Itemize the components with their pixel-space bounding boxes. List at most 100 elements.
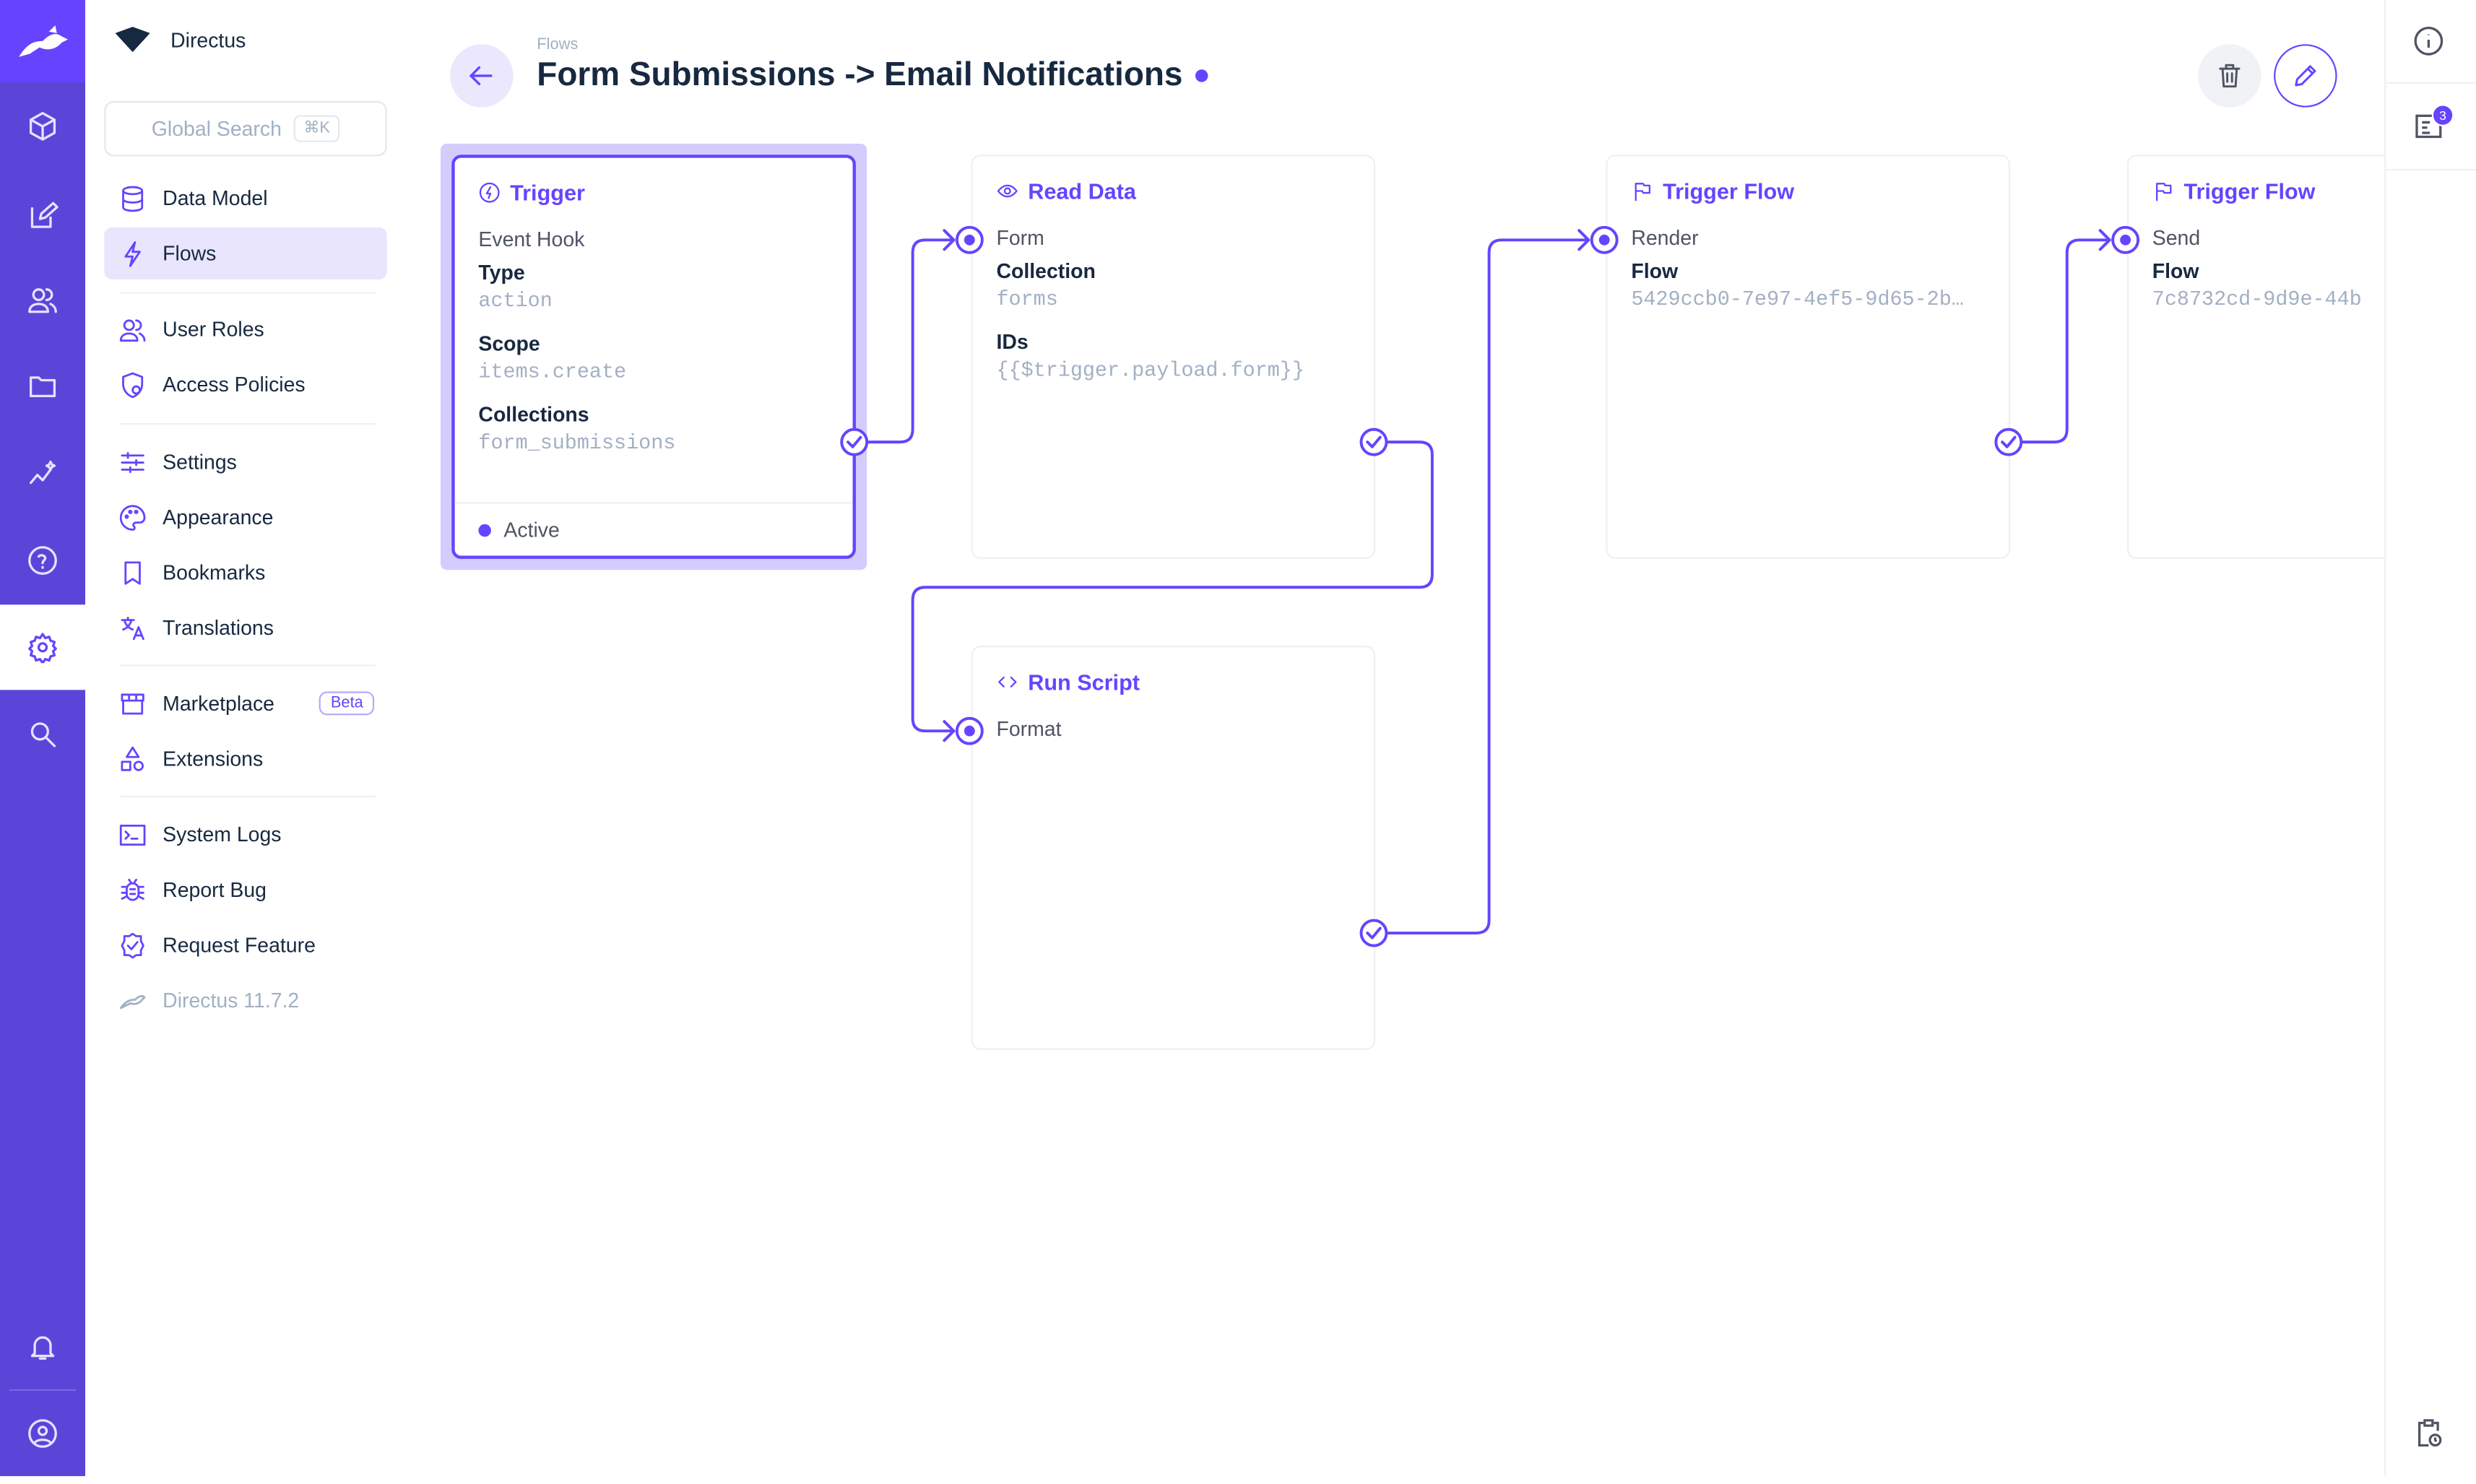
nav-item-directus-11-7-2[interactable]: Directus 11.7.2 xyxy=(104,974,386,1026)
directus-icon xyxy=(119,994,146,1009)
module-bar xyxy=(0,0,86,1477)
field-value: 5429ccb0-7e97-4ef5-9d65-2b… xyxy=(1631,287,1964,311)
nav-item-flows[interactable]: Flows xyxy=(104,227,387,279)
bolt-circle-icon xyxy=(479,182,500,203)
nav-item-label: Appearance xyxy=(163,505,274,529)
nav-item-user-roles[interactable]: User Roles xyxy=(104,303,386,355)
settings-icon[interactable] xyxy=(0,604,86,690)
bug-icon xyxy=(121,877,144,901)
search-shortcut: ⌘K xyxy=(294,115,340,142)
trigger-card[interactable]: Trigger Event Hook Type action Scope ite… xyxy=(451,155,856,559)
bolt-icon xyxy=(124,240,141,266)
search-icon[interactable] xyxy=(0,703,85,765)
operation-name: Render xyxy=(1631,225,1699,250)
info-icon[interactable] xyxy=(2413,25,2445,65)
verified-icon xyxy=(121,932,144,958)
nav-item-label: Extensions xyxy=(163,747,264,771)
translate-icon xyxy=(121,615,144,640)
operation-name: Send xyxy=(2152,225,2201,250)
user-icon[interactable] xyxy=(0,1402,85,1465)
field-label: Flow xyxy=(1631,259,1679,283)
folder-icon[interactable] xyxy=(0,355,85,418)
operation-card-trigger-flow-render[interactable]: Trigger Flow Render Flow 5429ccb0-7e97-4… xyxy=(1606,155,2011,559)
shapes-icon xyxy=(121,745,144,771)
field-value: forms xyxy=(996,287,1058,311)
nav-item-label: Marketplace xyxy=(163,691,274,716)
nav-item-label: Bookmarks xyxy=(163,560,266,584)
operation-card-trigger-flow-send[interactable]: Trigger Flow Send Flow 7c8732cd-9d9e-44b… xyxy=(2126,155,2385,559)
card-title: Trigger Flow xyxy=(1663,178,1795,204)
nav-item-translations[interactable]: Translations xyxy=(104,602,386,654)
field-value: items.create xyxy=(478,360,627,384)
card-subtitle: Event Hook xyxy=(478,227,585,251)
directus-logo[interactable] xyxy=(0,0,86,82)
field-label: Scope xyxy=(478,331,540,355)
nav-item-marketplace[interactable]: Marketplace Beta xyxy=(104,677,386,729)
users-icon[interactable] xyxy=(0,269,85,331)
field-label: Type xyxy=(478,260,525,285)
project-logo-icon xyxy=(115,27,150,53)
nav-item-request-feature[interactable]: Request Feature xyxy=(104,919,386,971)
flag-icon xyxy=(1635,183,1650,201)
delete-button[interactable] xyxy=(2198,44,2261,108)
nav-item-report-bug[interactable]: Report Bug xyxy=(104,864,386,916)
nav-item-label: Report Bug xyxy=(163,877,267,902)
nav-item-appearance[interactable]: Appearance xyxy=(104,491,386,543)
card-title: Read Data xyxy=(1028,178,1136,204)
nav-item-settings[interactable]: Settings xyxy=(104,435,386,487)
operation-card-run-script[interactable]: Run Script Format xyxy=(971,646,1376,1050)
operation-name: Format xyxy=(996,716,1062,741)
page-title-text: Form Submissions -> Email Notifications xyxy=(537,56,1183,93)
nav-item-extensions[interactable]: Extensions xyxy=(104,732,386,784)
palette-icon xyxy=(119,504,146,530)
global-search[interactable]: Global Search ⌘K xyxy=(104,100,387,157)
flag-icon xyxy=(2156,183,2172,201)
terminal-icon xyxy=(119,823,146,845)
logs-badge: 3 xyxy=(2431,104,2454,126)
project-switcher[interactable]: Directus xyxy=(113,25,246,53)
operation-card-read-data[interactable]: Read Data Form Collection forms IDs {{$t… xyxy=(971,155,1376,559)
breadcrumb[interactable]: Flows xyxy=(537,36,579,54)
field-label: Collections xyxy=(478,402,589,427)
database-icon xyxy=(122,185,144,212)
field-value: action xyxy=(478,289,553,313)
store-icon xyxy=(121,693,144,714)
content-icon[interactable] xyxy=(0,95,85,157)
sidebar-right: 3 xyxy=(2384,0,2476,1477)
status-dot xyxy=(1195,69,1208,82)
notifications-icon[interactable] xyxy=(0,1315,85,1378)
shield-icon xyxy=(122,371,144,398)
search-placeholder: Global Search xyxy=(151,116,282,141)
revisions-icon[interactable] xyxy=(2413,1418,2445,1457)
edit-icon[interactable] xyxy=(0,185,85,248)
divider xyxy=(9,1389,76,1392)
nav-item-label: Access Policies xyxy=(163,372,306,396)
divider xyxy=(120,795,376,798)
nav-item-label: Data Model xyxy=(163,186,268,210)
insights-icon[interactable] xyxy=(0,442,85,505)
trash-icon xyxy=(2219,64,2241,88)
card-title: Run Script xyxy=(1028,669,1140,695)
divider xyxy=(120,664,376,667)
nav-item-label: Settings xyxy=(163,450,237,474)
nav-item-access-policies[interactable]: Access Policies xyxy=(104,358,386,410)
card-title: Trigger xyxy=(510,180,585,206)
divider xyxy=(120,422,376,425)
help-icon[interactable] xyxy=(0,529,85,591)
connection-line xyxy=(865,229,956,444)
status: Active xyxy=(454,502,853,555)
nav-item-data-model[interactable]: Data Model xyxy=(104,172,386,224)
edit-button[interactable] xyxy=(2274,44,2337,108)
card-title: Trigger Flow xyxy=(2183,178,2316,204)
divider xyxy=(120,292,376,294)
beta-badge: Beta xyxy=(319,691,375,716)
nav-item-bookmarks[interactable]: Bookmarks xyxy=(104,546,386,598)
logs-icon[interactable]: 3 xyxy=(2413,104,2454,150)
nav-item-system-logs[interactable]: System Logs xyxy=(104,808,386,860)
pencil-icon xyxy=(2295,65,2316,87)
code-icon xyxy=(998,676,1017,687)
connection-line xyxy=(2021,229,2111,444)
back-button[interactable] xyxy=(450,44,514,108)
nav-item-label: Translations xyxy=(163,615,274,640)
field-value: {{$trigger.payload.form}} xyxy=(996,358,1304,383)
